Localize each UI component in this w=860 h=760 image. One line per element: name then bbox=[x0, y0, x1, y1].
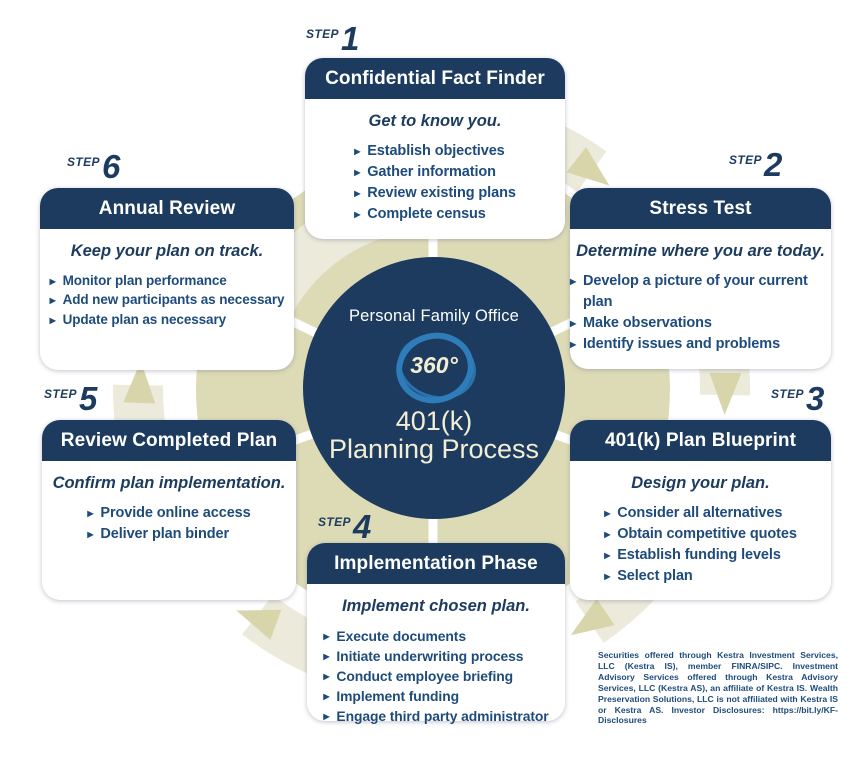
step-card-401k-plan-blueprint: 401(k) Plan Blueprint Design your plan. … bbox=[570, 420, 831, 600]
bullet-item: Monitor plan performance bbox=[50, 271, 285, 290]
legal-disclaimer-text: Securities offered through Kestra Invest… bbox=[598, 650, 838, 726]
step-word: STEP bbox=[44, 387, 77, 401]
bullet-item: Add new participants as necessary bbox=[50, 290, 285, 309]
card-tagline: Keep your plan on track. bbox=[70, 242, 264, 260]
bullet-item: Establish funding levels bbox=[604, 545, 797, 566]
bullet-item: Gather information bbox=[354, 162, 516, 183]
card-tagline: Implement chosen plan. bbox=[342, 597, 530, 615]
bullet-item: Establish objectives bbox=[354, 141, 516, 162]
bullet-list: Consider all alternativesObtain competit… bbox=[604, 503, 797, 587]
step-label-5: STEP 5 bbox=[44, 380, 98, 417]
step-card-review-completed-plan: Review Completed Plan Confirm plan imple… bbox=[42, 420, 296, 600]
step-word: STEP bbox=[729, 153, 762, 167]
arrowhead-sw bbox=[236, 609, 282, 640]
step-number: 1 bbox=[340, 20, 360, 57]
bullet-item: Make observations bbox=[570, 313, 831, 334]
card-title: 401(k) Plan Blueprint bbox=[570, 420, 831, 461]
bullet-item: Conduct employee briefing bbox=[323, 666, 548, 686]
center-title-line2: Planning Process bbox=[328, 434, 540, 464]
card-tagline: Confirm plan implementation. bbox=[52, 474, 286, 492]
bullet-item: Implement funding bbox=[323, 686, 548, 706]
step-card-stress-test: Stress Test Determine where you are toda… bbox=[570, 188, 831, 369]
bullet-item: Engage third party administrator bbox=[323, 706, 548, 726]
step-label-1: STEP 1 bbox=[306, 20, 360, 57]
bullet-item: Deliver plan binder bbox=[87, 524, 250, 545]
step-label-6: STEP 6 bbox=[67, 148, 121, 185]
step-number: 2 bbox=[763, 146, 783, 183]
bullet-list: Establish objectivesGather informationRe… bbox=[354, 141, 516, 225]
bullet-list: Monitor plan performanceAdd new particip… bbox=[50, 271, 285, 329]
card-tagline: Determine where you are today. bbox=[576, 242, 825, 260]
step-card-annual-review: Annual Review Keep your plan on track. M… bbox=[40, 188, 294, 370]
bullet-item: Complete census bbox=[354, 204, 516, 225]
bullet-item: Provide online access bbox=[87, 503, 250, 524]
card-tagline: Design your plan. bbox=[631, 474, 770, 492]
bullet-list: Execute documentsInitiate underwriting p… bbox=[323, 626, 548, 726]
degree-ring-inner bbox=[398, 334, 476, 400]
card-title: Implementation Phase bbox=[307, 543, 565, 584]
bullet-item: Initiate underwriting process bbox=[323, 646, 548, 666]
step-word: STEP bbox=[771, 387, 804, 401]
step-word: STEP bbox=[67, 155, 100, 169]
step-card-implementation-phase: Implementation Phase Implement chosen pl… bbox=[307, 543, 565, 724]
step-word: STEP bbox=[318, 515, 351, 529]
center-title-line1: 401(k) bbox=[395, 406, 473, 436]
center-circle bbox=[303, 257, 565, 519]
bullet-item: Update plan as necessary bbox=[50, 310, 285, 329]
step-number: 6 bbox=[101, 148, 121, 185]
step-label-3: STEP 3 bbox=[771, 380, 825, 417]
card-title: Review Completed Plan bbox=[42, 420, 296, 461]
bullet-item: Consider all alternatives bbox=[604, 503, 797, 524]
degree-ring-icon bbox=[396, 332, 476, 404]
arrowhead-e bbox=[709, 372, 742, 415]
arrowhead-se bbox=[570, 598, 615, 636]
step-label-2: STEP 2 bbox=[729, 146, 783, 183]
card-tagline: Get to know you. bbox=[368, 112, 502, 130]
bullet-item: Obtain competitive quotes bbox=[604, 524, 797, 545]
step-number: 4 bbox=[352, 508, 372, 545]
bullet-item: Develop a picture of your current plan bbox=[570, 271, 831, 313]
bullet-item: Select plan bbox=[604, 566, 797, 587]
bullet-list: Develop a picture of your current planMa… bbox=[570, 271, 831, 355]
arrowhead-ne bbox=[566, 147, 610, 186]
card-title: Annual Review bbox=[40, 188, 294, 229]
bullet-item: Review existing plans bbox=[354, 183, 516, 204]
bullet-item: Identify issues and problems bbox=[570, 334, 831, 355]
step-number: 3 bbox=[805, 380, 825, 417]
card-title: Confidential Fact Finder bbox=[305, 58, 565, 99]
step-number: 5 bbox=[78, 380, 98, 417]
flow-arrowheads bbox=[123, 147, 742, 640]
card-title: Stress Test bbox=[570, 188, 831, 229]
bullet-list: Provide online accessDeliver plan binder bbox=[87, 503, 250, 545]
degree-360-label: 360° bbox=[410, 352, 458, 378]
step-card-confidential-fact-finder: Confidential Fact Finder Get to know you… bbox=[305, 58, 565, 239]
bullet-item: Execute documents bbox=[323, 626, 548, 646]
arrowhead-w bbox=[123, 361, 156, 404]
center-brand-text: Personal Family Office bbox=[348, 307, 520, 325]
step-label-4: STEP 4 bbox=[318, 508, 372, 545]
step-word: STEP bbox=[306, 27, 339, 41]
